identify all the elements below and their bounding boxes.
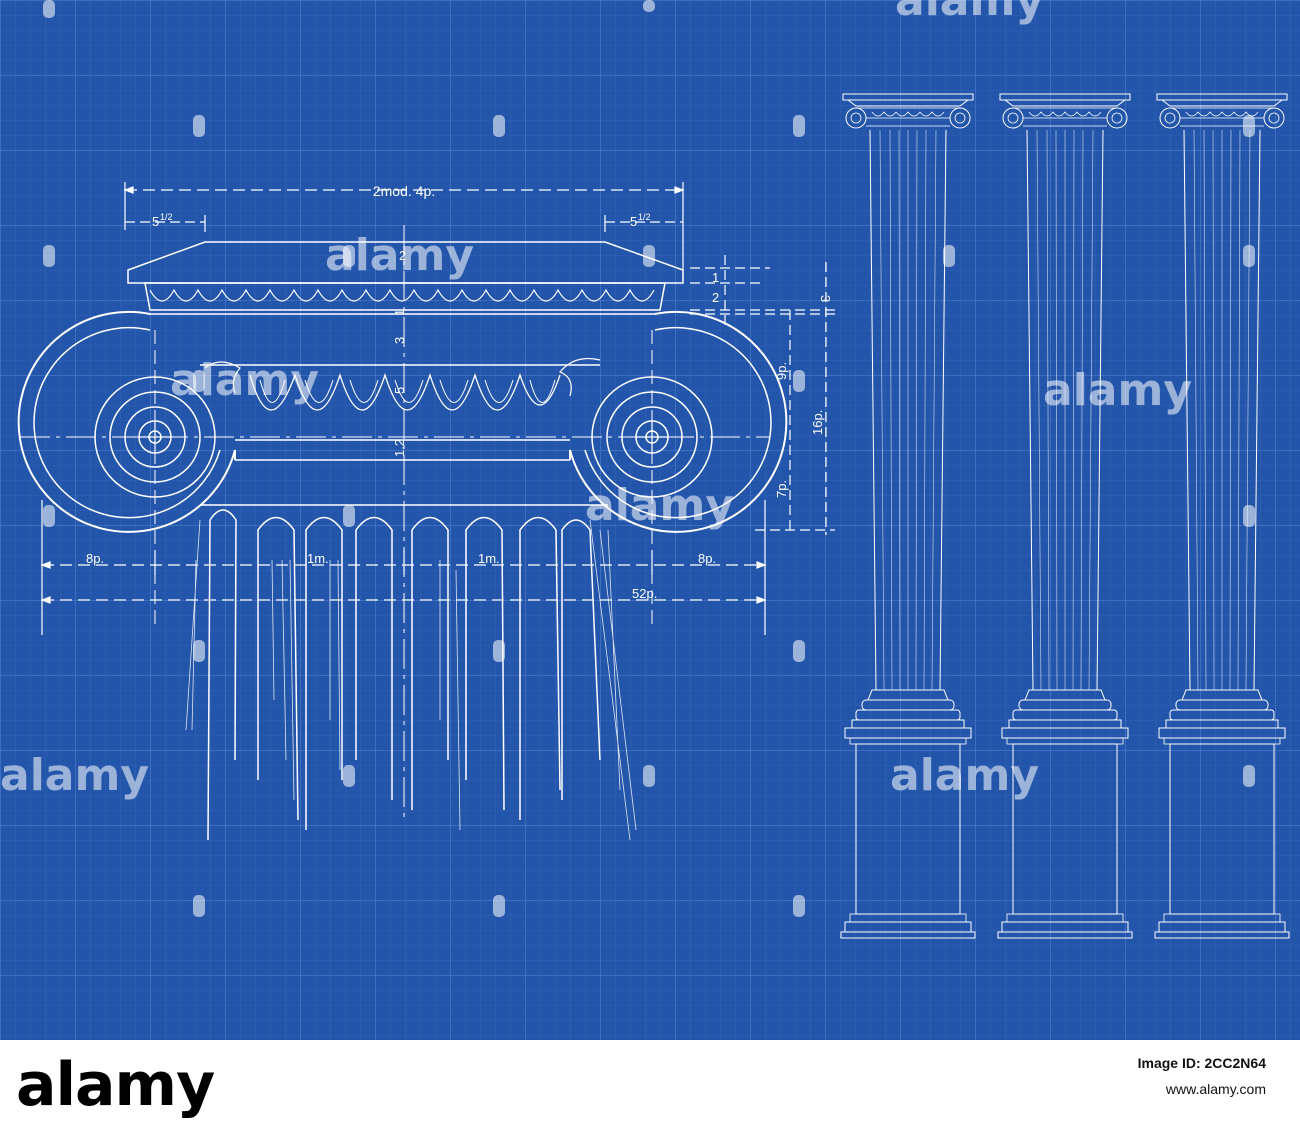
dim-v2: 3: [392, 337, 407, 344]
watermarks: alamy alamy alamy alamy alamy alamy alam…: [0, 0, 1255, 917]
watermark: alamy: [0, 750, 149, 801]
watermark: alamy: [585, 480, 734, 531]
dim-top-total: 2mod. 4p.: [373, 183, 435, 199]
image-id-block: Image ID: 2CC2N64 www.alamy.com: [1138, 1050, 1266, 1102]
dim-side-3: 3: [818, 295, 833, 302]
dim-v4: 5: [392, 387, 407, 394]
dim-side-16p: 16p.: [810, 410, 825, 435]
dim-v1: 1: [392, 309, 407, 316]
image-id: Image ID: 2CC2N64: [1137, 1055, 1266, 1071]
grid-lines: [0, 0, 1300, 1040]
dim-top-right: 5: [630, 214, 637, 229]
stock-footer: alamy Image ID: 2CC2N64 www.alamy.com: [0, 1040, 1300, 1129]
site-url[interactable]: www.alamy.com: [1165, 1081, 1266, 1097]
dim-bottom-mid1: 1m.: [307, 551, 329, 566]
dimension-labels: 2mod. 4p. 5 1/2 5 1/2 2 1 3 5 1.2 1 2 3 …: [86, 183, 833, 601]
watermark-markers: [43, 0, 1255, 917]
dim-top-left: 5: [152, 214, 159, 229]
alamy-logo[interactable]: alamy: [16, 1050, 215, 1120]
dim-side-9p: 9p.: [774, 362, 789, 380]
ionic-capital: [17, 225, 788, 841]
dim-v5: 1.2: [392, 439, 407, 457]
dim-side-2: 2: [712, 290, 719, 305]
dim-bottom-left: 8p.: [86, 551, 104, 566]
dim-abacus: 2: [399, 248, 406, 263]
watermark: alamy: [1043, 365, 1192, 416]
watermark: alamy: [890, 750, 1039, 801]
dim-side-1: 1: [712, 270, 719, 285]
dim-bottom-right: 8p.: [698, 551, 716, 566]
dim-side-7p: 7p.: [774, 480, 789, 498]
dim-bottom-mid2: 1m.: [478, 551, 500, 566]
dimension-lines: [40, 182, 835, 635]
dim-bottom-total: 52p.: [632, 586, 657, 601]
dim-top-left-sup: 1/2: [160, 212, 173, 222]
watermark-top: alamy: [895, 0, 1044, 26]
blueprint-drawing: 2mod. 4p. 5 1/2 5 1/2 2 1 3 5 1.2 1 2 3 …: [0, 0, 1300, 1040]
dim-top-right-sup: 1/2: [638, 212, 651, 222]
watermark: alamy: [170, 355, 319, 406]
